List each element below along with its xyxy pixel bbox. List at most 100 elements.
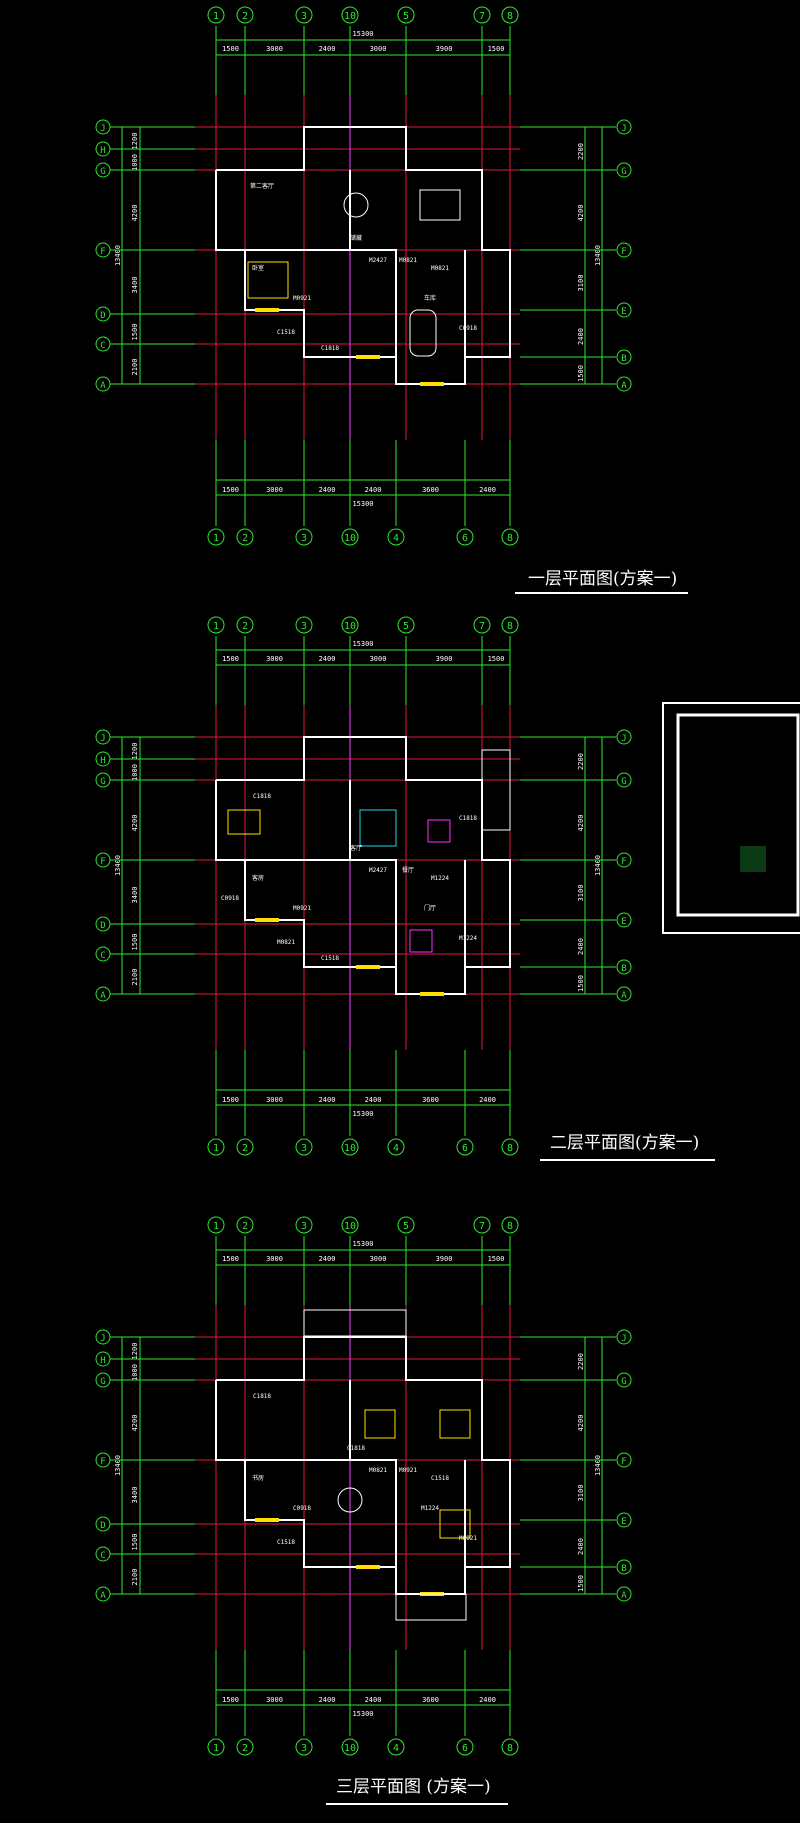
axis-bubble-label: 7 — [479, 1221, 485, 1232]
dimension-value: 2400 — [577, 1538, 585, 1555]
dimension-value: 3000 — [266, 486, 283, 494]
dimension-value: 2100 — [131, 359, 139, 376]
dimension-value: 3000 — [370, 45, 387, 53]
axis-bubble-label: 7 — [479, 621, 485, 632]
room-label: 客厅 — [350, 844, 362, 852]
axis-bubble — [95, 1586, 111, 1602]
axis-bubble-label: E — [621, 1517, 626, 1527]
axis-bubble — [295, 6, 313, 24]
axis-bubble-label: 2 — [242, 621, 248, 632]
dimension-value: 1500 — [222, 1096, 239, 1104]
dimension-value: 3000 — [370, 1255, 387, 1263]
axis-bubble-label: 1 — [213, 11, 219, 22]
dimension-value: 2400 — [319, 45, 336, 53]
axis-bubble-label: 10 — [344, 1143, 356, 1154]
axis-bubble-label: 3 — [301, 11, 307, 22]
dimension-value: 1500 — [488, 1255, 505, 1263]
dimension-total: 15300 — [352, 1710, 373, 1718]
dimension-value: 3400 — [131, 887, 139, 904]
axis-bubble-label: J — [621, 734, 626, 744]
room-label: C1818 — [347, 1445, 365, 1452]
room-label: 储藏 — [350, 234, 362, 242]
table — [337, 1487, 363, 1513]
thumbnail-frame — [662, 702, 800, 934]
dimension-value: 3400 — [131, 1487, 139, 1504]
title-third-floor: 三层平面图 (方案一) — [336, 1777, 491, 1797]
dimension-value: 1500 — [222, 1696, 239, 1704]
axis-bubble — [616, 119, 632, 135]
axis-bubble — [387, 528, 405, 546]
bed — [247, 261, 289, 299]
axis-bubble — [236, 1738, 254, 1756]
dimension-value: 4200 — [577, 205, 585, 222]
axis-bubble — [236, 6, 254, 24]
window-marker — [420, 992, 444, 996]
dimension-total: 13400 — [114, 245, 122, 266]
axis-bubble — [95, 1516, 111, 1532]
axis-bubble — [397, 616, 415, 634]
room-label: 门厅 — [424, 904, 436, 912]
room-label: M0921 — [293, 295, 311, 302]
axis-bubble — [207, 528, 225, 546]
room-label: C1818 — [459, 815, 477, 822]
axis-bubble-label: 10 — [344, 1743, 356, 1754]
window-marker — [356, 965, 380, 969]
dimension-value: 1500 — [222, 45, 239, 53]
axis-bubble-label: G — [621, 167, 626, 177]
axis-bubble — [501, 1138, 519, 1156]
dimension-value: 1500 — [131, 934, 139, 951]
axis-bubble-label: 1 — [213, 1743, 219, 1754]
axis-bubble — [397, 6, 415, 24]
title-first-floor: 一层平面图(方案一) — [528, 569, 677, 589]
axis-bubble-label: J — [621, 1334, 626, 1344]
room-label: M1224 — [421, 1505, 439, 1512]
axis-bubble-label: J — [100, 1334, 105, 1344]
dimension-value: 1200 — [131, 743, 139, 760]
room-label: M1224 — [431, 875, 449, 882]
dimension-total: 13400 — [114, 1455, 122, 1476]
axis-bubble — [616, 1586, 632, 1602]
axis-bubble-label: B — [621, 964, 626, 974]
axis-bubble-label: 10 — [344, 533, 356, 544]
dimension-value: 3100 — [577, 885, 585, 902]
axis-bubble-label: A — [100, 381, 106, 391]
billiard-table — [419, 189, 461, 221]
room-label: C1818 — [321, 345, 339, 352]
axis-bubble-label: 7 — [479, 11, 485, 22]
dimension-value: 1000 — [131, 764, 139, 781]
axis-bubble-label: D — [100, 921, 105, 931]
room-label: 客房 — [252, 874, 264, 882]
dimension-value: 2400 — [319, 486, 336, 494]
axis-bubble — [387, 1138, 405, 1156]
axis-bubble — [207, 1138, 225, 1156]
room-label: M0821 — [369, 1467, 387, 1474]
axis-bubble-label: H — [100, 756, 105, 766]
axis-bubble — [341, 1738, 359, 1756]
dimension-total: 15300 — [352, 1240, 373, 1248]
room-label: 书房 — [252, 1474, 264, 1482]
car — [409, 309, 437, 357]
room-label: C1818 — [253, 793, 271, 800]
dimension-value: 2400 — [319, 1096, 336, 1104]
axis-bubble — [95, 141, 111, 157]
axis-bubble-label: 1 — [213, 533, 219, 544]
dimension-value: 3100 — [577, 1485, 585, 1502]
dimension-total: 15300 — [352, 500, 373, 508]
axis-bubble — [501, 1216, 519, 1234]
dimension-value: 2400 — [365, 1696, 382, 1704]
dimension-value: 4200 — [577, 815, 585, 832]
axis-bubble-label: 3 — [301, 1221, 307, 1232]
axis-bubble — [387, 1738, 405, 1756]
dimension-total: 15300 — [352, 30, 373, 38]
dimension-value: 3000 — [370, 655, 387, 663]
axis-bubble-label: 4 — [393, 1743, 399, 1754]
axis-bubble-label: A — [621, 1591, 627, 1601]
axis-bubble — [616, 1452, 632, 1468]
axis-bubble-label: 2 — [242, 1221, 248, 1232]
axis-bubble — [95, 1329, 111, 1345]
axis-bubble — [236, 1138, 254, 1156]
dimension-value: 2200 — [577, 143, 585, 160]
axis-bubble-label: 8 — [507, 1743, 513, 1754]
dimension-value: 2200 — [577, 753, 585, 770]
